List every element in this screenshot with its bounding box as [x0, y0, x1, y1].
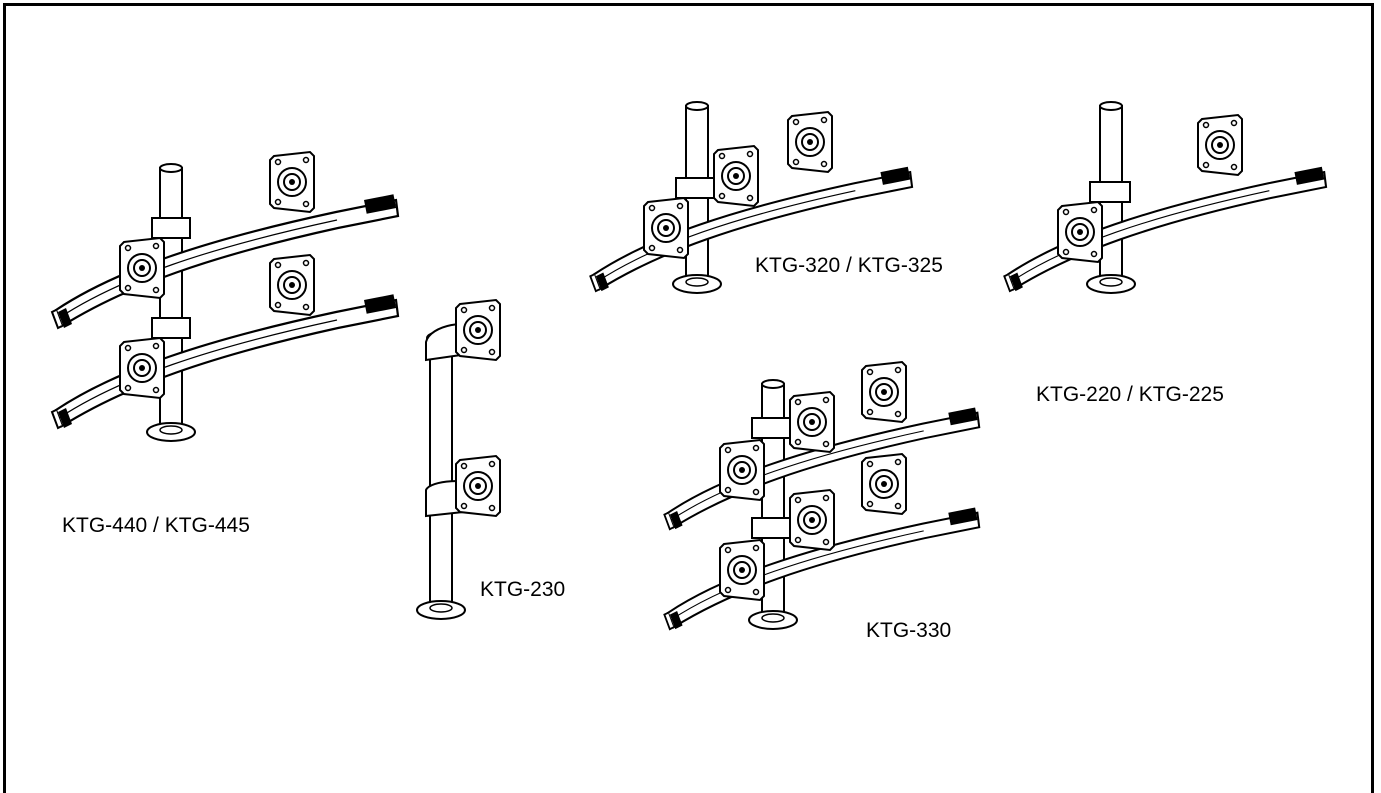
- ktg320-illustration: [589, 101, 914, 294]
- diagram-frame: [3, 3, 1374, 793]
- ktg230-illustration: [416, 299, 501, 620]
- ktg440-illustration: [50, 151, 400, 442]
- label-ktg440: KTG-440 / KTG-445: [62, 514, 250, 537]
- ktg330-illustration: [663, 361, 981, 631]
- ktg220-illustration: [1003, 101, 1328, 294]
- label-ktg330: KTG-330: [866, 619, 952, 642]
- label-ktg220: KTG-220 / KTG-225: [1036, 383, 1224, 406]
- label-ktg320: KTG-320 / KTG-325: [755, 254, 943, 277]
- label-ktg230: KTG-230: [480, 578, 566, 601]
